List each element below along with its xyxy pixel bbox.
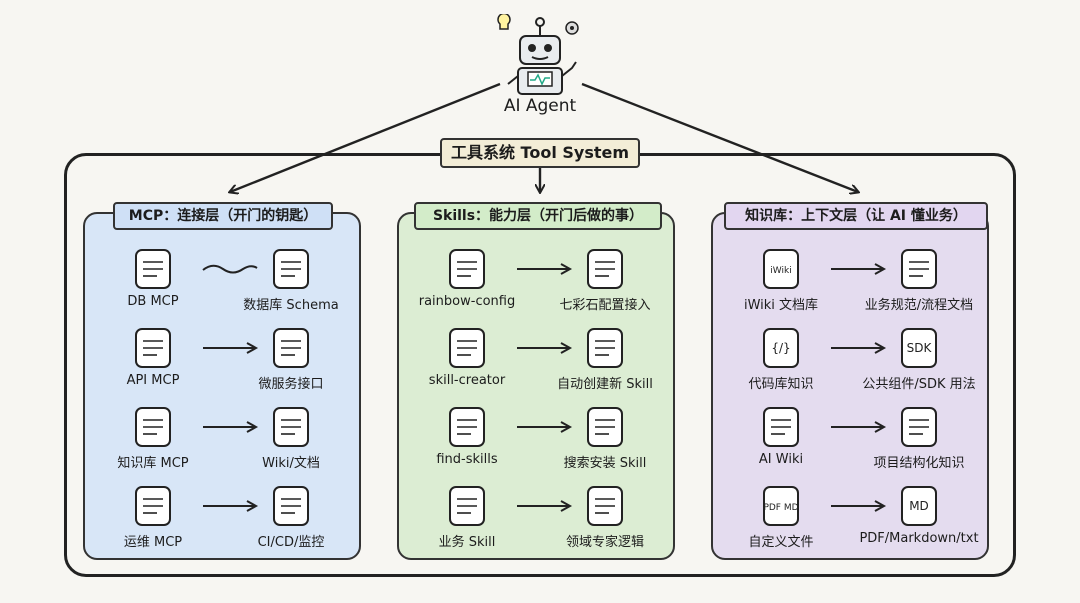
knowledge-base-panel-title: 知识库：上下文层（让 AI 懂业务） — [724, 202, 988, 230]
microservice-api-icon — [273, 328, 309, 368]
document-icon — [273, 407, 309, 447]
iwiki-book-icon: iWiki — [763, 249, 799, 289]
kb-item-1-target-label: 公共组件/SDK 用法 — [862, 377, 976, 392]
right-arrow-icon — [203, 342, 259, 354]
right-arrow-icon — [831, 263, 887, 275]
mcp-item-1-source-label: API MCP — [126, 373, 180, 388]
right-arrow-icon — [831, 500, 887, 512]
skills-item-1-target-label: 自动创建新 Skill — [557, 377, 653, 392]
skills-panel-title: Skills：能力层（开门后做的事） — [414, 202, 662, 230]
files-stack-icon: MD — [901, 486, 937, 526]
checklist-window-icon — [587, 407, 623, 447]
robot-arm-icon — [449, 328, 485, 368]
mcp-item-2-source-label: 知识库 MCP — [117, 456, 189, 471]
kb-item-3-source-label: 自定义文件 — [748, 535, 814, 550]
skills-item-0-target-label: 七彩石配置接入 — [559, 298, 651, 313]
kb-item-0-target-label: 业务规范/流程文档 — [864, 298, 974, 313]
svg-text:PDF MD: PDF MD — [763, 503, 798, 513]
word-docs-icon — [135, 407, 171, 447]
brain-icon — [587, 486, 623, 526]
right-arrow-icon — [203, 421, 259, 433]
right-arrow-icon — [517, 421, 573, 433]
search-icon — [449, 407, 485, 447]
pipeline-gears-icon — [273, 486, 309, 526]
box-star-icon — [587, 328, 623, 368]
right-arrow-icon — [831, 342, 887, 354]
robot-icon — [497, 14, 579, 95]
code-window-icon: {/} — [763, 328, 799, 368]
right-arrow-icon — [517, 342, 573, 354]
mcp-panel-title: MCP：连接层（开门的钥匙） — [113, 202, 333, 230]
person-idea-icon — [449, 486, 485, 526]
database-gear-icon — [135, 249, 171, 289]
right-arrow-icon — [203, 500, 259, 512]
mcp-item-0-source-label: DB MCP — [127, 294, 179, 309]
skills-item-0-source-label: rainbow-config — [418, 294, 516, 309]
mcp-item-2-target-label: Wiki/文档 — [262, 456, 320, 471]
cloud-config-icon — [587, 249, 623, 289]
mcp-item-0-target-label: 数据库 Schema — [243, 298, 339, 313]
database-table-icon — [273, 249, 309, 289]
rainbow-icon — [449, 249, 485, 289]
svg-text:MD: MD — [909, 499, 929, 513]
flowchart-doc-icon — [901, 249, 937, 289]
kb-item-1-source-label: 代码库知识 — [748, 377, 814, 392]
skills-item-2-source-label: find-skills — [436, 452, 498, 467]
mcp-item-1-target-label: 微服务接口 — [258, 377, 324, 392]
kb-item-3-target-label: PDF/Markdown/txt — [859, 531, 979, 546]
brain-circuit-icon — [763, 407, 799, 447]
mcp-item-3-target-label: CI/CD/监控 — [257, 535, 325, 550]
svg-text:iWiki: iWiki — [770, 266, 791, 276]
kb-item-2-source-label: AI Wiki — [758, 452, 804, 467]
wrench-gear-icon — [135, 486, 171, 526]
svg-text:SDK: SDK — [907, 341, 933, 355]
mcp-item-3-source-label: 运维 MCP — [123, 535, 183, 550]
folder-files-icon: PDF MD — [763, 486, 799, 526]
kb-item-0-source-label: iWiki 文档库 — [743, 298, 819, 313]
sdk-icon: SDK — [901, 328, 937, 368]
tool-system-title: 工具系统 Tool System — [440, 138, 640, 168]
skills-item-2-target-label: 搜索安装 Skill — [563, 456, 647, 471]
skills-item-1-source-label: skill-creator — [428, 373, 506, 388]
right-arrow-icon — [517, 500, 573, 512]
hierarchy-icon — [901, 407, 937, 447]
svg-text:{/}: {/} — [771, 341, 790, 355]
wave-connector — [202, 264, 258, 274]
agent-label: AI Agent — [503, 96, 577, 116]
right-arrow-icon — [517, 263, 573, 275]
skills-item-3-target-label: 领域专家逻辑 — [565, 535, 644, 550]
right-arrow-icon — [831, 421, 887, 433]
kb-item-2-target-label: 项目结构化知识 — [873, 456, 965, 471]
skills-item-3-source-label: 业务 Skill — [438, 535, 496, 550]
api-cloud-icon — [135, 328, 171, 368]
